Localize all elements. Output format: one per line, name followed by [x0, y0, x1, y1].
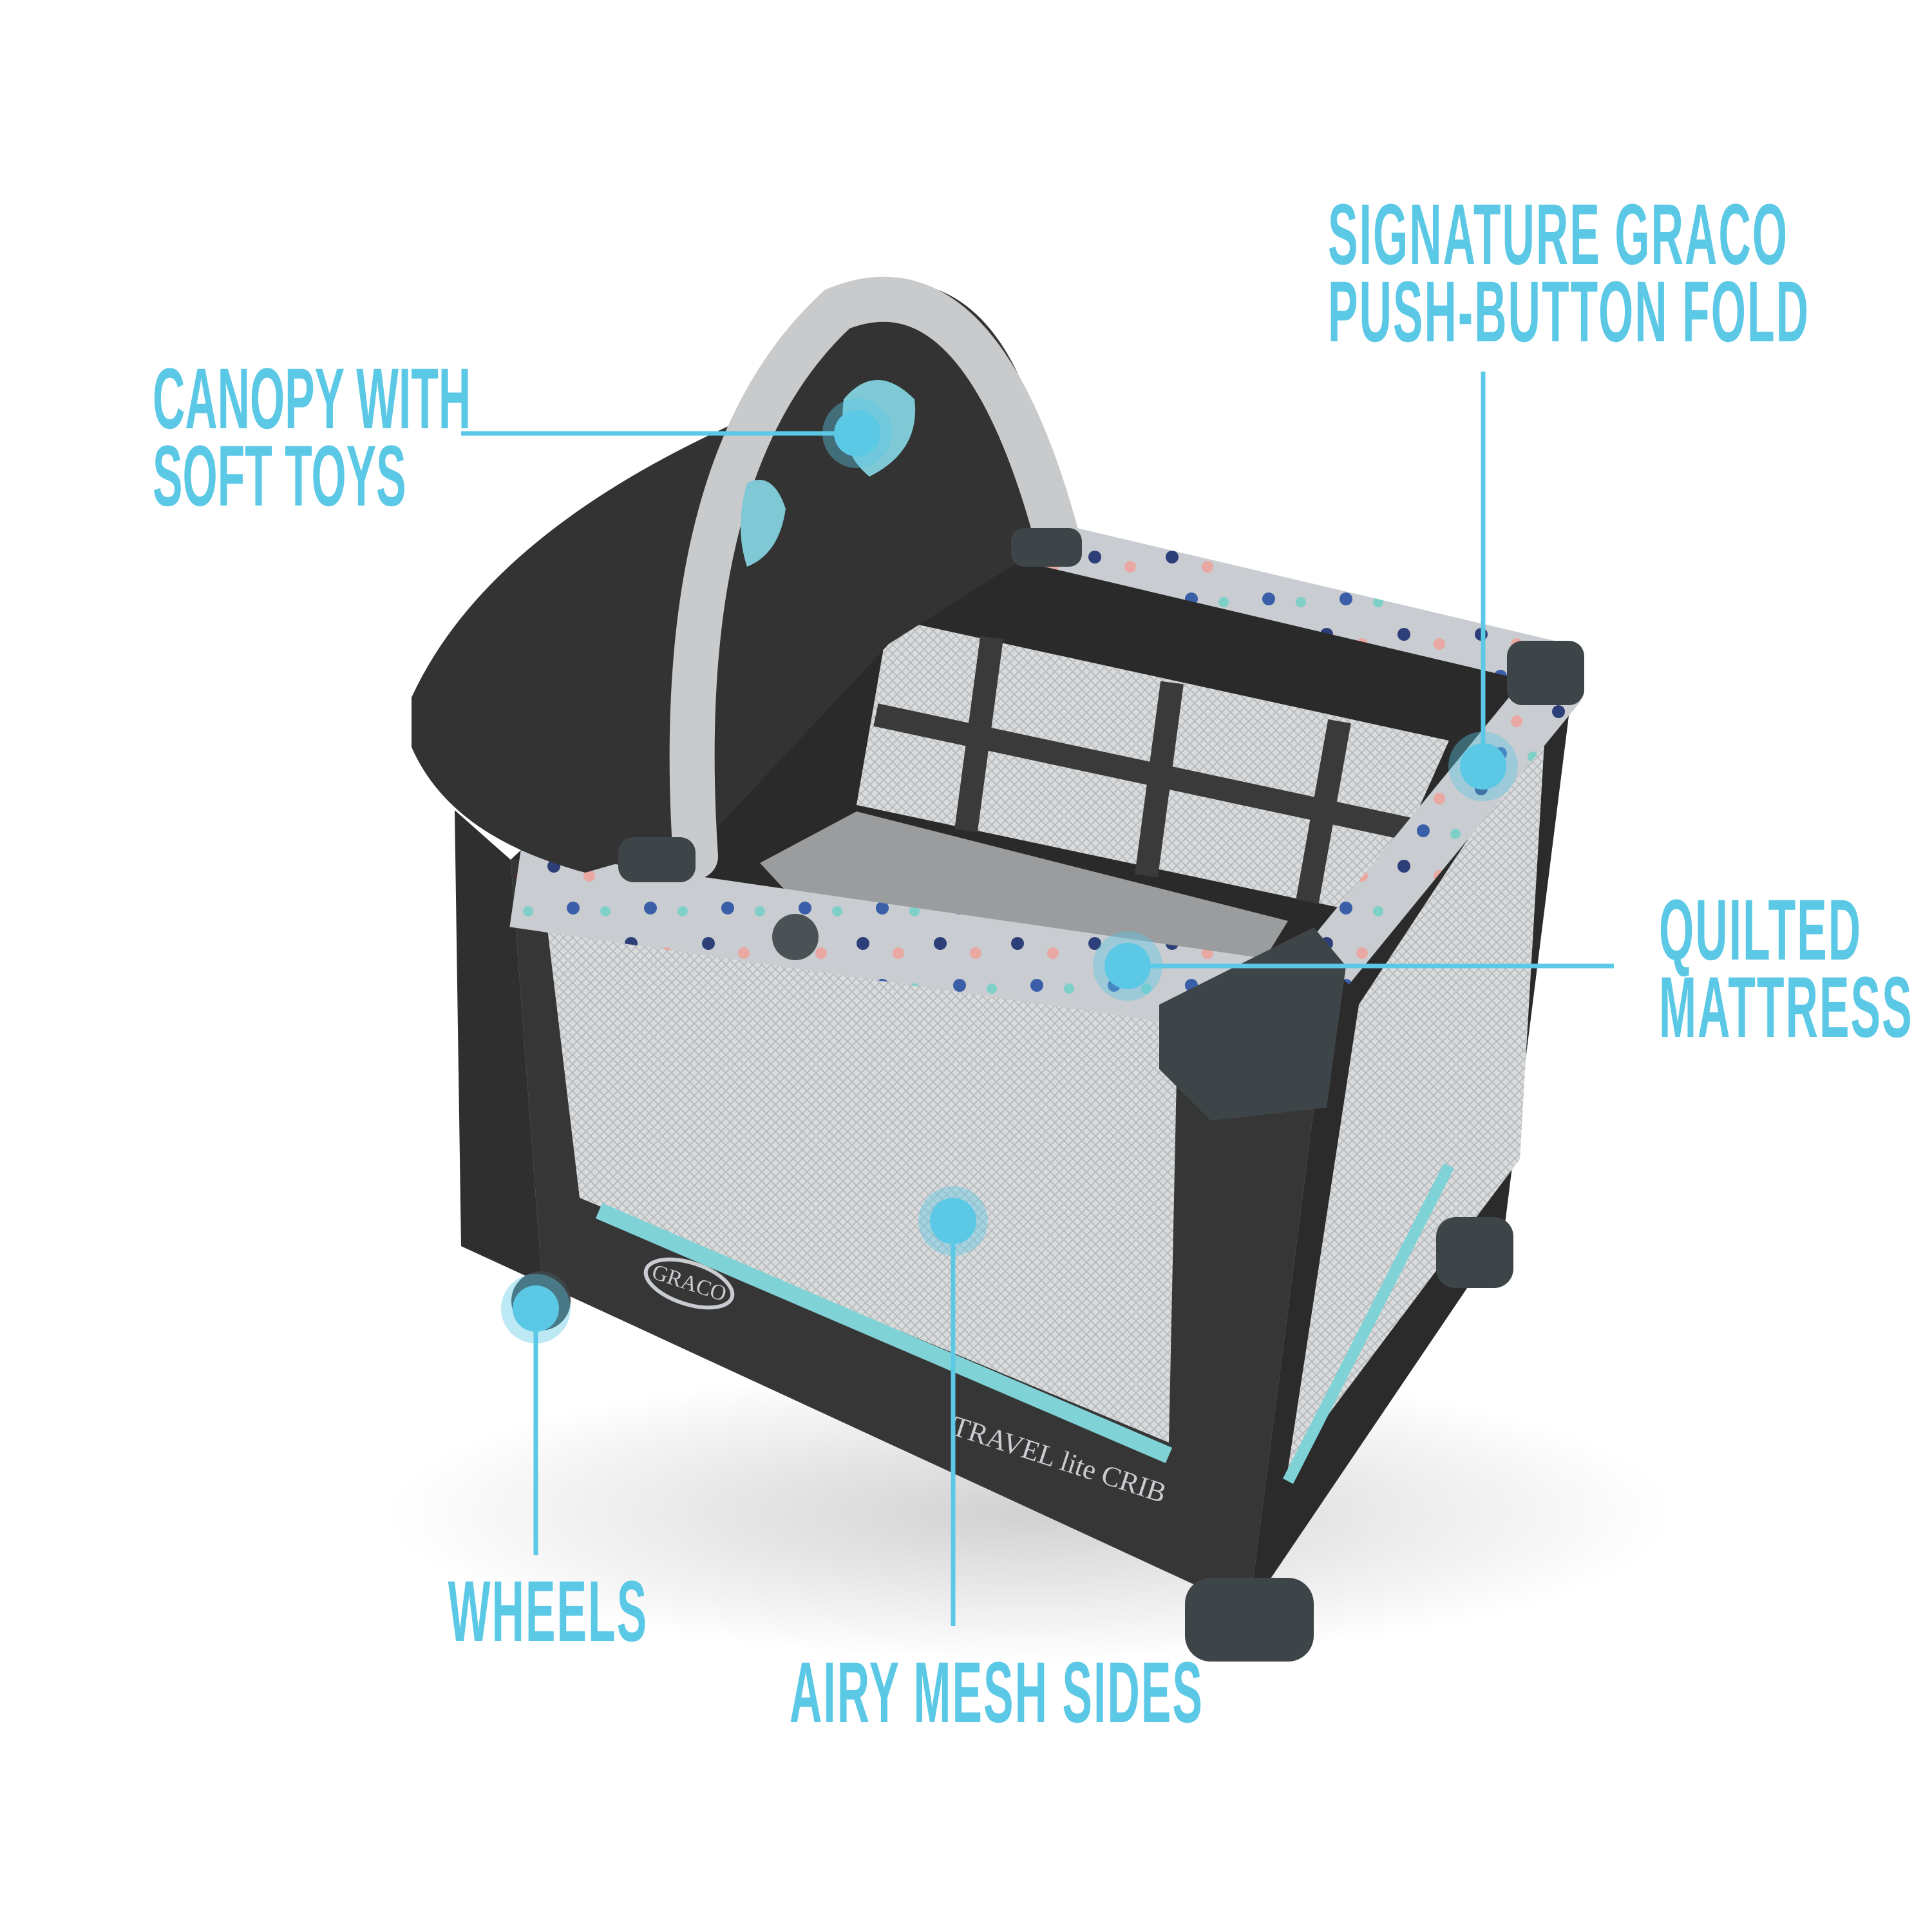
callout-dots [501, 399, 1518, 1343]
callout-text: SIGNATURE GRACO [1328, 187, 1789, 283]
right-teal-stripe [1282, 1162, 1455, 1484]
graco-logo [643, 1257, 735, 1310]
corner-caps [618, 528, 1584, 1662]
callout-lines [461, 372, 1614, 1626]
callout-text: CANOPY WITH [153, 351, 471, 447]
fold-dot-icon [1448, 732, 1518, 801]
mesh-dot-icon [918, 1186, 988, 1256]
front-teal-stripe [595, 1203, 1173, 1463]
callout-text: MATTRESS [1659, 960, 1913, 1056]
front-rail [509, 850, 1320, 1043]
callout-text: AIRY MESH SIDES [790, 1645, 1204, 1741]
right-mesh [1288, 721, 1546, 1468]
wheels-dot-icon [501, 1274, 571, 1343]
canopy-dot-icon [822, 399, 892, 468]
callout-text: QUILTED [1659, 882, 1862, 978]
left-side-panel [455, 810, 542, 1283]
front-mesh [542, 886, 1179, 1443]
callout-text: SOFT TOYS [153, 428, 406, 524]
mesh-frame-bars [873, 636, 1419, 904]
callout-wheels: WHEELS [355, 1564, 741, 1660]
callout-mattress: QUILTED MATTRESS [1566, 882, 1932, 1056]
callout-canopy: CANOPY WITH SOFT TOYS [60, 351, 471, 524]
canopy-arch [669, 276, 1079, 879]
right-rail [1304, 664, 1581, 985]
mattress-dot-icon [1093, 931, 1162, 1001]
soft-toy-icon [741, 480, 786, 567]
callout-text: PUSH-BUTTON FOLD [1328, 264, 1810, 360]
callout-fold: SIGNATURE GRACO PUSH-BUTTON FOLD [1173, 187, 1817, 360]
callout-text: WHEELS [448, 1564, 649, 1660]
callout-mesh: AIRY MESH SIDES [635, 1645, 1279, 1741]
